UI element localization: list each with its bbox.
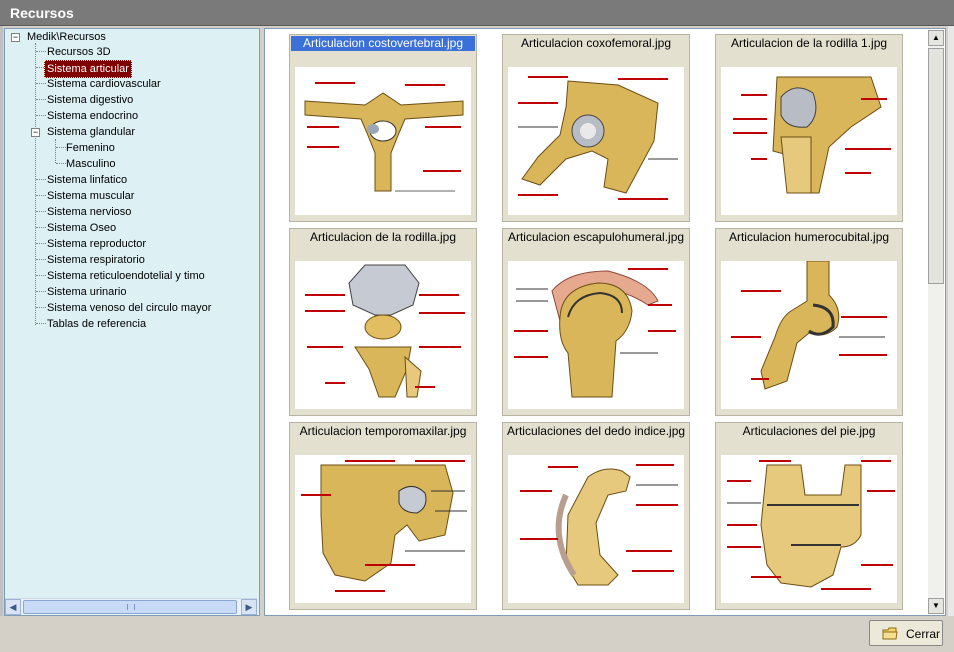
tree-item-sistema-glandular[interactable]: Sistema glandular — [47, 126, 136, 138]
anatomy-image — [721, 261, 897, 409]
tree-guide — [36, 227, 46, 228]
tree-guide — [55, 139, 56, 163]
tree-collapse-glandular-icon[interactable]: − — [31, 127, 40, 137]
anatomy-image — [295, 455, 471, 603]
thumbnail-card[interactable]: Articulaciones del pie.jpg — [715, 422, 903, 610]
close-button[interactable]: Cerrar — [869, 620, 943, 646]
tree-guide — [36, 307, 46, 308]
thumbnail-caption: Articulacion de la rodilla.jpg — [309, 230, 457, 244]
anatomy-image — [508, 455, 684, 603]
thumbnail-card[interactable]: Articulacion coxofemoral.jpg — [502, 34, 690, 222]
tree-item-femenino[interactable]: Femenino — [66, 142, 115, 154]
tree-guide — [36, 115, 46, 116]
thumbnail-card[interactable]: Articulacion costovertebral.jpg — [289, 34, 477, 222]
window-title: Recursos — [10, 5, 74, 21]
thumbnail-caption: Articulacion coxofemoral.jpg — [520, 36, 672, 50]
thumbnail-caption: Articulacion temporomaxilar.jpg — [299, 424, 467, 438]
anatomy-image — [295, 261, 471, 409]
thumbnail-caption: Articulacion humerocubital.jpg — [728, 230, 890, 244]
thumbnail-card[interactable]: Articulacion de la rodilla.jpg — [289, 228, 477, 416]
scrollbar-thumb[interactable] — [928, 48, 944, 284]
anatomy-image — [721, 455, 897, 603]
window-left-edge — [0, 26, 3, 616]
tree-item-sistema-reticuloendotelial[interactable]: Sistema reticuloendotelial y timo — [47, 270, 205, 282]
window-titlebar[interactable]: Recursos — [0, 0, 954, 26]
close-button-label: Cerrar — [906, 627, 941, 641]
anatomy-image — [508, 261, 684, 409]
thumbnail-caption: Articulaciones del dedo indice.jpg — [506, 424, 686, 438]
thumbnail-caption: Articulacion de la rodilla 1.jpg — [730, 36, 888, 50]
tree-guide — [36, 67, 46, 68]
tree-item-sistema-nervioso[interactable]: Sistema nervioso — [47, 206, 132, 218]
tree-item-sistema-oseo[interactable]: Sistema Oseo — [47, 222, 117, 234]
tree-horizontal-scrollbar[interactable]: ◀ ▶ — [5, 598, 257, 615]
tree-item-sistema-cardiovascular[interactable]: Sistema cardiovascular — [47, 78, 161, 90]
tree-guide — [36, 99, 46, 100]
tree-guide — [36, 259, 46, 260]
tree-guide — [36, 83, 46, 84]
tree-item-sistema-respiratorio[interactable]: Sistema respiratorio — [47, 254, 145, 266]
anatomy-image — [508, 67, 684, 215]
thumbnail-caption: Articulacion costovertebral.jpg — [291, 36, 475, 51]
image-gallery[interactable]: Articulacion costovertebral.jpg Articula… — [264, 28, 946, 616]
tree-item-sistema-endocrino[interactable]: Sistema endocrino — [47, 110, 139, 122]
scroll-right-icon[interactable]: ▶ — [241, 599, 257, 615]
window-right-edge — [948, 26, 954, 616]
tree-guide — [36, 51, 46, 52]
tree-root[interactable]: Medik\Recursos — [27, 31, 106, 43]
dialog-footer — [0, 616, 954, 652]
thumbnail-card[interactable]: Articulacion humerocubital.jpg — [715, 228, 903, 416]
tree-item-sistema-digestivo[interactable]: Sistema digestivo — [47, 94, 134, 106]
tree-guide — [56, 147, 66, 148]
tree-guide — [36, 243, 46, 244]
thumbnail-caption: Articulaciones del pie.jpg — [742, 424, 876, 438]
tree-guide — [36, 323, 46, 324]
tree-item-sistema-venoso[interactable]: Sistema venoso del circulo mayor — [47, 302, 212, 314]
tree-item-sistema-articular[interactable]: Sistema articular — [44, 60, 132, 78]
tree-item-masculino[interactable]: Masculino — [66, 158, 116, 170]
scroll-up-icon[interactable]: ▲ — [928, 30, 944, 46]
resource-tree[interactable]: − Medik\Recursos Recursos 3D Sistema art… — [4, 28, 260, 616]
tree-item-sistema-linfatico[interactable]: Sistema linfatico — [47, 174, 128, 186]
tree-item-recursos-3d[interactable]: Recursos 3D — [47, 46, 111, 58]
tree-guide — [36, 291, 46, 292]
tree-item-tablas-de-referencia[interactable]: Tablas de referencia — [47, 318, 147, 330]
tree-guide — [36, 275, 46, 276]
scroll-down-icon[interactable]: ▼ — [928, 598, 944, 614]
scroll-left-icon[interactable]: ◀ — [5, 599, 21, 615]
tree-item-sistema-muscular[interactable]: Sistema muscular — [47, 190, 135, 202]
scrollbar-thumb[interactable] — [23, 600, 237, 614]
thumb-grip — [127, 604, 135, 610]
gallery-vertical-scrollbar[interactable]: ▲ ▼ — [928, 30, 944, 614]
thumbnail-card[interactable]: Articulaciones del dedo indice.jpg — [502, 422, 690, 610]
thumbnail-card[interactable]: Articulacion escapulohumeral.jpg — [502, 228, 690, 416]
thumbnail-card[interactable]: Articulacion de la rodilla 1.jpg — [715, 34, 903, 222]
tree-collapse-root-icon[interactable]: − — [11, 32, 20, 42]
tree-guide — [36, 195, 46, 196]
tree-item-sistema-urinario[interactable]: Sistema urinario — [47, 286, 127, 298]
tree-guide — [35, 43, 36, 325]
folder-icon — [882, 627, 898, 644]
anatomy-image — [721, 67, 897, 215]
tree-guide — [36, 179, 46, 180]
anatomy-image — [295, 67, 471, 215]
thumbnail-caption: Articulacion escapulohumeral.jpg — [507, 230, 685, 244]
tree-guide — [56, 163, 66, 164]
thumbnail-card[interactable]: Articulacion temporomaxilar.jpg — [289, 422, 477, 610]
tree-item-sistema-reproductor[interactable]: Sistema reproductor — [47, 238, 147, 250]
tree-guide — [36, 211, 46, 212]
